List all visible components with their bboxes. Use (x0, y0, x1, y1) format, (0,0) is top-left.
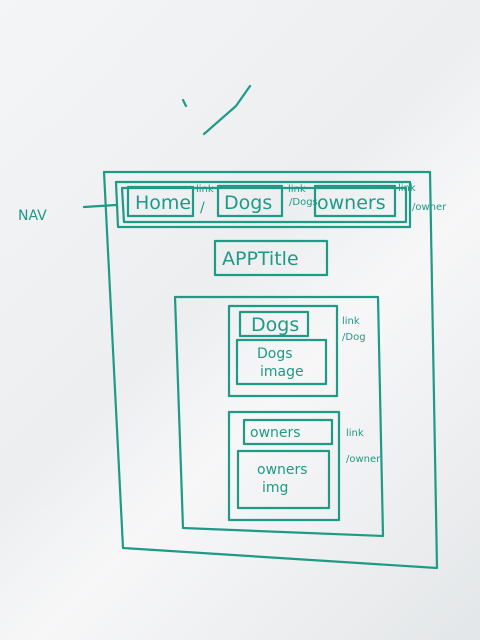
owners-image-placeholder (236, 449, 331, 510)
app-title: APPTitle (222, 248, 299, 270)
nav-home-link-note: link (196, 184, 214, 195)
nav-owners-link-note: link (398, 183, 416, 194)
dogs-image-placeholder (235, 338, 328, 386)
stray-mark (181, 98, 188, 108)
owners-image-label-line1: owners (257, 462, 308, 478)
dogs-image-label-line2: image (260, 364, 304, 380)
dogs-card-title: Dogs (251, 314, 299, 336)
nav-home-box[interactable] (126, 185, 195, 218)
dogs-image-label-line1: Dogs (257, 346, 293, 362)
dogs-card-title-box (238, 310, 310, 338)
owners-image-label-line2: img (262, 480, 288, 496)
nav-owners-path-note: /owner (412, 202, 447, 213)
nav-label: NAV (18, 208, 47, 224)
nav-dogs-label: Dogs (224, 192, 272, 214)
content-panel (173, 295, 385, 538)
nav-bar-inner (120, 186, 408, 224)
nav-bar (114, 180, 412, 229)
nav-dogs-box[interactable] (216, 184, 284, 218)
owners-card-title-box (242, 418, 334, 446)
stray-mark (202, 84, 252, 136)
owners-card-path-note: /owner (346, 454, 381, 465)
nav-owners-box[interactable] (313, 184, 397, 218)
dogs-card-path-note: /Dog (342, 332, 366, 343)
nav-home-label: Home (135, 192, 191, 214)
nav-home-slash: / (200, 200, 205, 216)
nav-owners-label: owners (317, 192, 386, 214)
dogs-card[interactable] (227, 304, 339, 398)
dogs-card-link-note: link (342, 316, 360, 327)
nav-pointer-line (82, 203, 118, 209)
owners-card[interactable] (227, 410, 341, 522)
nav-dogs-link-note: link (288, 184, 306, 195)
owners-card-title: owners (250, 425, 301, 441)
owners-card-link-note: link (346, 428, 364, 439)
nav-dogs-path-note: /Dogs (289, 197, 318, 208)
app-title-box (213, 239, 329, 277)
app-frame (102, 170, 439, 570)
